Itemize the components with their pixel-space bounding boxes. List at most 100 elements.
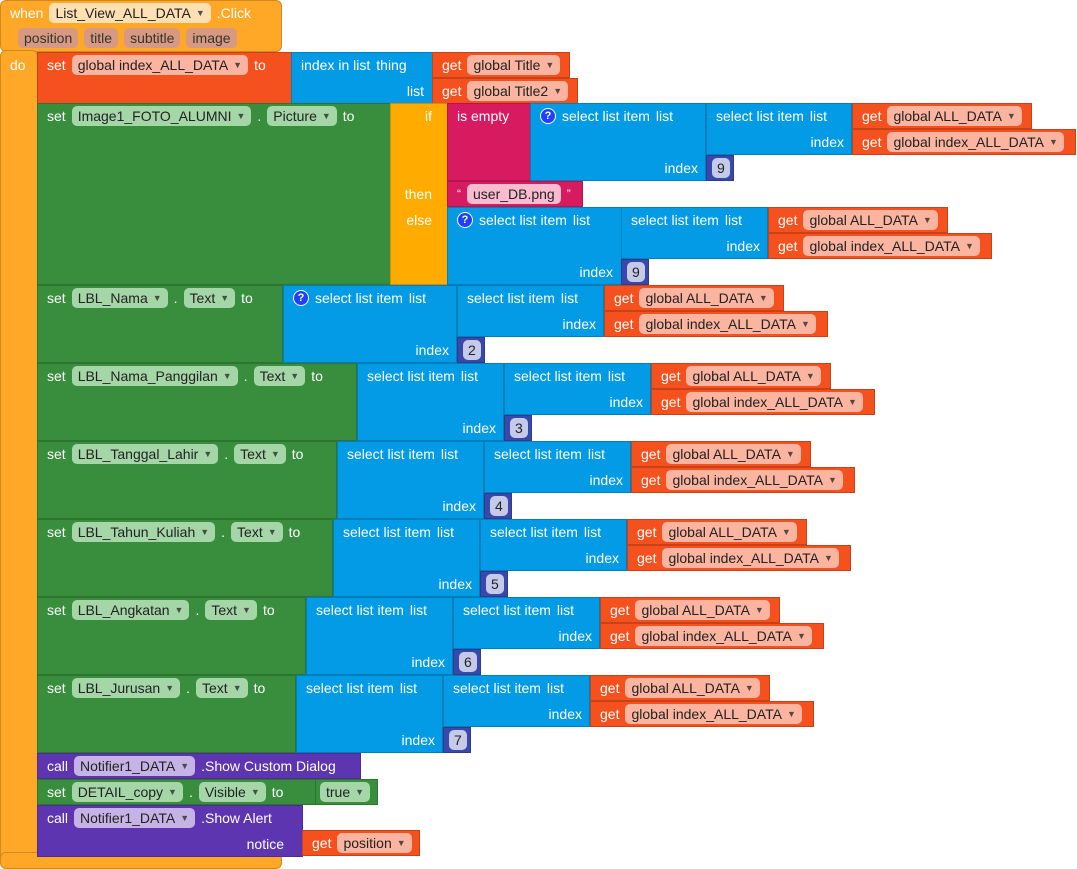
select-list-item-block[interactable]	[530, 103, 706, 181]
block-label: list	[583, 524, 602, 540]
property-dropdown[interactable]: Picture▼	[267, 106, 337, 126]
boolean-dropdown-value: true	[326, 784, 351, 800]
event-do-bar[interactable]	[0, 50, 38, 868]
component-dropdown[interactable]: Notifier1_DATA▼	[74, 808, 196, 828]
variable-dropdown[interactable]: global ALL_DATA▼	[639, 288, 774, 308]
number-value[interactable]: 2	[463, 340, 481, 360]
block-label: select list item	[479, 212, 567, 228]
block-label: .	[243, 368, 248, 384]
component-dropdown[interactable]: LBL_Tahun_Kuliah▼	[71, 522, 216, 542]
block-label: list	[560, 290, 579, 306]
text-value[interactable]: user_DB.png	[467, 184, 561, 204]
variable-dropdown[interactable]: global ALL_DATA▼	[625, 678, 760, 698]
component-dropdown[interactable]: DETAIL_copy▼	[71, 782, 183, 802]
property-dropdown-value: Text	[202, 680, 228, 696]
block-label: list	[399, 680, 418, 696]
variable-dropdown[interactable]: global index_ALL_DATA▼	[887, 132, 1064, 152]
variable-dropdown[interactable]: global Title▼	[467, 55, 561, 75]
variable-dropdown[interactable]: global index_ALL_DATA▼	[639, 314, 816, 334]
variable-dropdown[interactable]: global ALL_DATA▼	[635, 600, 770, 620]
block-label: .	[173, 290, 178, 306]
variable-dropdown[interactable]: global index_ALL_DATA▼	[71, 55, 249, 75]
select-list-item-block[interactable]	[457, 285, 604, 337]
select-list-item-block[interactable]	[447, 207, 622, 285]
variable-dropdown[interactable]: global index_ALL_DATA▼	[803, 236, 980, 256]
variable-dropdown[interactable]: position▼	[337, 833, 412, 853]
select-list-item-block[interactable]	[443, 675, 590, 727]
number-value[interactable]: 3	[510, 418, 528, 438]
component-dropdown[interactable]: Image1_FOTO_ALUMNI▼	[71, 106, 252, 126]
select-list-item-block[interactable]	[337, 441, 484, 519]
component-dropdown[interactable]: LBL_Nama_Panggilan▼	[71, 366, 238, 386]
number-value[interactable]: 9	[627, 262, 645, 282]
property-dropdown[interactable]: Text▼	[234, 444, 286, 464]
property-dropdown[interactable]: Text▼	[205, 600, 257, 620]
property-dropdown[interactable]: Text▼	[183, 288, 236, 308]
method-name: .Show Alert	[201, 810, 272, 826]
variable-dropdown[interactable]: global ALL_DATA▼	[686, 366, 821, 386]
select-list-item-block[interactable]	[484, 441, 631, 493]
select-list-item-block[interactable]	[296, 675, 443, 753]
variable-dropdown[interactable]: global index_ALL_DATA▼	[625, 704, 802, 724]
number-value[interactable]: 5	[486, 574, 504, 594]
component-dropdown[interactable]: LBL_Jurusan▼	[71, 678, 181, 698]
number-value[interactable]: 9	[712, 158, 730, 178]
property-dropdown[interactable]: Visible▼	[198, 782, 266, 802]
block-label: select list item	[453, 680, 541, 696]
select-list-item-block[interactable]	[480, 519, 627, 571]
select-list-item-block[interactable]	[504, 363, 651, 415]
component-dropdown[interactable]: Notifier1_DATA▼	[74, 756, 196, 776]
block-line: index	[402, 729, 435, 751]
number-value[interactable]: 7	[449, 730, 467, 750]
block-label: is empty	[457, 108, 510, 124]
block-label: select list item	[494, 446, 582, 462]
select-list-item-block[interactable]	[621, 207, 768, 259]
if-then-else-block[interactable]	[390, 103, 448, 285]
component-dropdown[interactable]: LBL_Angkatan▼	[71, 600, 190, 620]
number-value[interactable]: 4	[490, 496, 508, 516]
property-dropdown[interactable]: Text▼	[253, 366, 306, 386]
select-list-item-block[interactable]	[357, 363, 504, 441]
event-parameter[interactable]: title	[84, 28, 119, 48]
variable-dropdown[interactable]: global index_ALL_DATA▼	[686, 392, 863, 412]
chevron-down-icon: ▼	[321, 111, 331, 121]
select-list-item-block[interactable]	[706, 103, 852, 155]
get-label: get	[862, 134, 882, 150]
component-dropdown[interactable]: LBL_Tanggal_Lahir▼	[71, 444, 219, 464]
select-list-item-block[interactable]	[333, 519, 480, 597]
boolean-dropdown[interactable]: true▼	[320, 782, 371, 802]
get-label: get	[637, 550, 657, 566]
event-parameter[interactable]: subtitle	[124, 28, 181, 48]
block-label: index in list	[301, 57, 371, 73]
event-parameter[interactable]: image	[186, 28, 237, 48]
variable-dropdown[interactable]: global index_ALL_DATA▼	[635, 626, 812, 646]
index-in-list-block[interactable]	[291, 52, 433, 104]
variable-dropdown[interactable]: global index_ALL_DATA▼	[666, 470, 843, 490]
property-dropdown[interactable]: Text▼	[196, 678, 248, 698]
component-dropdown[interactable]: LBL_Nama▼	[71, 288, 168, 308]
help-icon[interactable]: ?	[293, 290, 309, 306]
variable-dropdown[interactable]: global ALL_DATA▼	[662, 522, 797, 542]
variable-dropdown[interactable]: global Title2▼	[467, 81, 569, 101]
select-list-item-block[interactable]	[453, 597, 600, 649]
select-list-item-block[interactable]	[283, 285, 457, 363]
property-dropdown[interactable]: Text▼	[231, 522, 283, 542]
variable-dropdown[interactable]: global ALL_DATA▼	[666, 444, 801, 464]
number-value[interactable]: 6	[459, 652, 477, 672]
select-list-item-block[interactable]	[306, 597, 453, 675]
help-icon[interactable]: ?	[540, 108, 556, 124]
variable-dropdown[interactable]: global index_ALL_DATA▼	[662, 548, 839, 568]
variable-dropdown[interactable]: global ALL_DATA▼	[887, 106, 1022, 126]
chevron-down-icon: ▼	[800, 319, 810, 329]
event-parameter[interactable]: position	[18, 28, 79, 48]
set-image-picture-block[interactable]	[37, 103, 391, 285]
block-label: .	[221, 524, 226, 540]
variable-dropdown[interactable]: global ALL_DATA▼	[803, 210, 938, 230]
help-icon[interactable]: ?	[457, 212, 473, 228]
component-dropdown[interactable]: List_View_ALL_DATA▼	[49, 3, 211, 23]
